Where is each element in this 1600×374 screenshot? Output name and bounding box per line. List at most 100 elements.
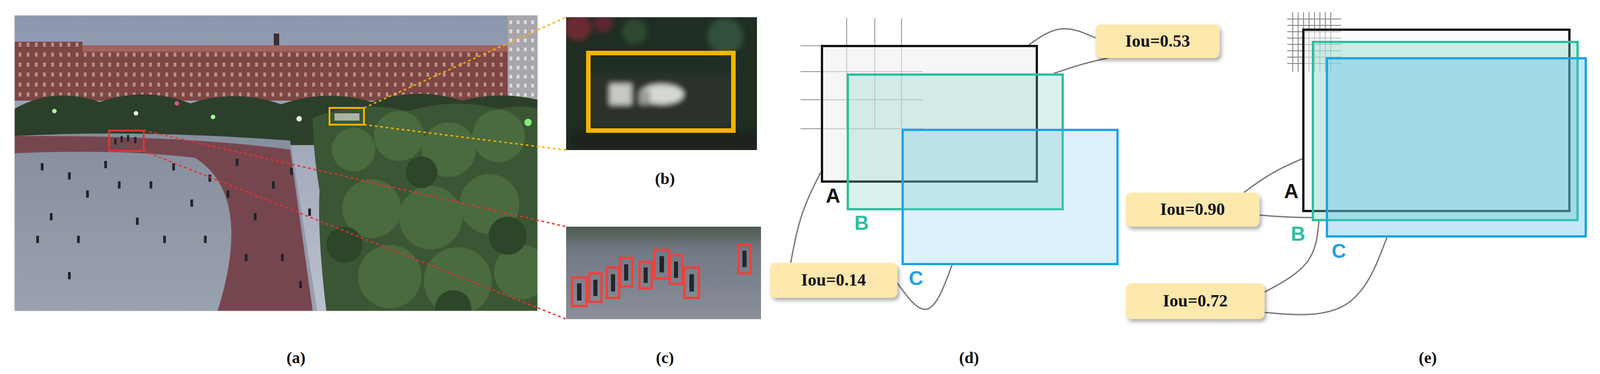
detection-boxes [606,267,620,298]
people [172,163,175,171]
tree-crowns [331,127,376,172]
crop-blur [571,131,757,151]
people [36,135,311,289]
iou-connector [1259,215,1313,219]
iou-connector [897,265,953,310]
lamps [52,108,57,114]
box-letter: A [1284,181,1299,202]
detection-boxes [572,277,587,306]
crop-blur [566,17,757,151]
box-letter: C [1331,241,1347,262]
detection-boxes [684,267,699,298]
people [40,163,44,171]
panel-label: (b) [654,169,675,189]
tree-shadows [435,290,472,311]
lamps [524,118,532,127]
crop-people [673,261,679,278]
iou-label: Iou=0.90 [1125,192,1260,227]
dense-grid [1287,18,1342,20]
detection-boxes [589,273,602,302]
crop-blur [592,17,613,33]
people-box [109,130,144,151]
people [299,281,302,289]
people [120,135,123,143]
people [271,181,275,189]
tree-crowns [358,244,422,309]
plaza-photo [14,15,538,311]
crop-blur [566,17,592,41]
box-c: C [1325,57,1587,238]
detection-boxes [639,261,652,289]
iou-connector [1264,237,1387,315]
panel-label: (c) [655,349,674,368]
zoom-lines [143,130,567,227]
car-box [329,107,364,125]
iou-text: Iou=0.90 [1159,199,1225,219]
people [67,172,71,180]
zoom-lines [363,124,567,151]
car-box [588,53,734,131]
iou-connector [790,172,821,263]
lamps [52,101,532,127]
crop-ground [566,17,757,151]
lamps [174,101,180,106]
people [203,235,207,243]
dense-grid [1292,12,1294,72]
zoom-lines [143,17,567,320]
people [244,253,248,262]
lamps [133,111,139,116]
car-crop [566,17,757,151]
crop-people [742,250,747,267]
crop-blur [609,83,632,105]
panel-label: (e) [1418,349,1437,368]
crop-people [659,256,665,273]
tree-shadows [326,226,363,263]
tree-shadows [488,216,527,255]
people [290,167,293,175]
people [149,181,153,189]
people [77,235,80,243]
iou-text: Iou=0.53 [1124,31,1190,51]
crop-people [610,274,616,292]
detection-boxes [738,244,751,274]
people [126,135,130,142]
people [86,190,89,198]
people [308,208,311,216]
iou-connector [1264,221,1319,292]
detection-boxes [620,257,633,287]
people [281,253,284,262]
building [14,41,83,101]
crop-people [593,279,598,296]
crop-people [576,283,582,301]
people [226,190,230,198]
people [163,235,166,243]
crop-people [689,274,694,292]
people [117,181,121,189]
dense-grid [1287,24,1342,26]
people [235,158,239,166]
dense-grid [1297,12,1299,72]
crop-blur [589,72,735,127]
car [334,113,360,121]
crop-people [643,267,648,283]
crop-people [624,264,629,281]
detection-boxes [669,255,683,284]
people [67,271,71,280]
crop-blur [639,90,651,105]
tree-shadows [405,156,438,189]
detection-boxes [654,249,670,279]
zoom-lines [143,150,567,320]
box-letter: B [1290,223,1306,244]
people [36,235,39,243]
crop-ground [566,226,762,320]
box-letter: A [825,185,841,206]
iou-label: Iou=0.72 [1125,283,1265,320]
roof [14,45,514,52]
iou-text: Iou=0.14 [800,270,866,290]
panel-label: (a) [286,349,306,368]
people [104,160,107,169]
iou-label: Iou=0.53 [1095,24,1220,59]
tree-crowns [331,109,538,311]
crop-blur [707,18,744,55]
box-c: C [901,128,1119,266]
